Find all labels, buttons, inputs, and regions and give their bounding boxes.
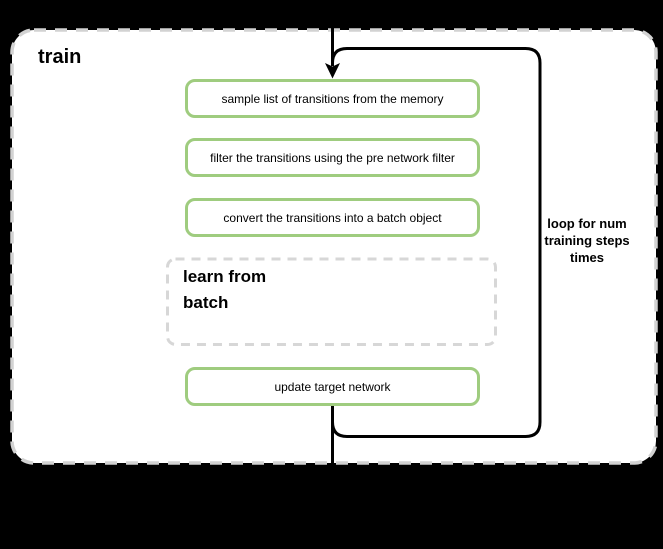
learn-from-batch-line1: learn from: [183, 267, 267, 286]
loop-annotation: loop for num training steps times: [537, 215, 637, 266]
loop-annotation-line1: loop for num: [547, 216, 627, 231]
learn-from-batch-line2: batch: [183, 293, 229, 312]
node-filter-transitions-label: filter the transitions using the pre net…: [210, 150, 455, 165]
node-sample-transitions: sample list of transitions from the memo…: [185, 79, 480, 118]
learn-from-batch-boundary: [166, 257, 497, 346]
node-update-target-network-label: update target network: [274, 379, 391, 394]
arrowhead-icon: [325, 63, 340, 79]
learn-from-batch-label: learn from batch: [183, 264, 266, 316]
node-filter-transitions: filter the transitions using the pre net…: [185, 138, 480, 177]
node-sample-transitions-label: sample list of transitions from the memo…: [221, 91, 444, 106]
loop-boundary: [331, 47, 542, 438]
node-convert-to-batch-label: convert the transitions into a batch obj…: [223, 210, 442, 225]
train-subgraph-label: train: [38, 46, 82, 68]
loop-annotation-line2: training steps: [544, 233, 630, 248]
node-convert-to-batch: convert the transitions into a batch obj…: [185, 198, 480, 237]
loop-annotation-line3: times: [570, 250, 604, 265]
node-update-target-network: update target network: [185, 367, 480, 406]
